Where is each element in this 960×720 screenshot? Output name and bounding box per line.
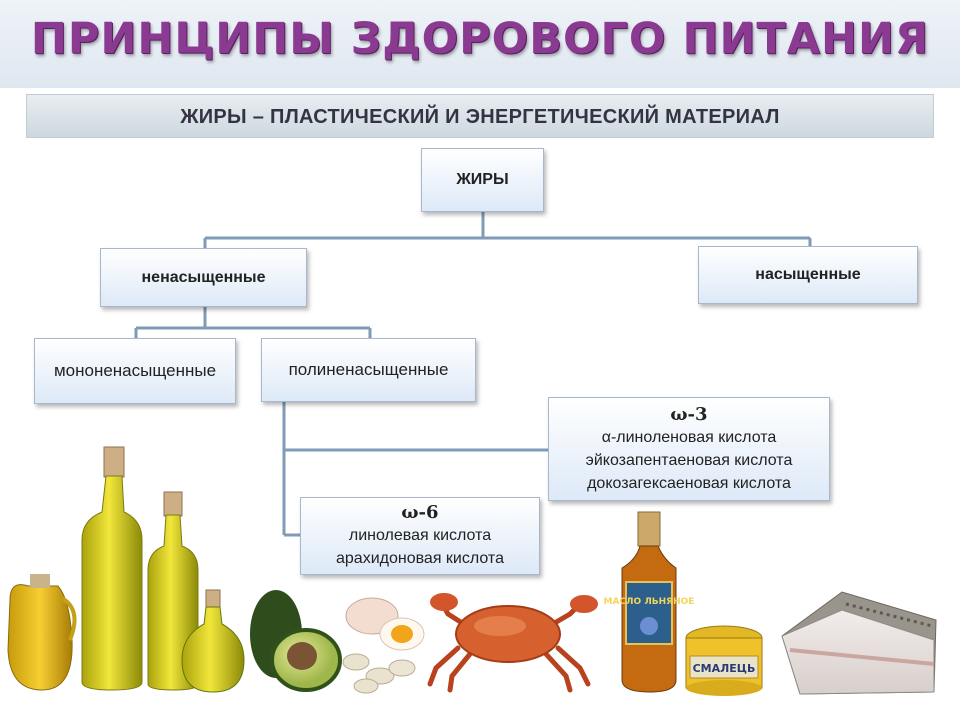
node-unsaturated-label: ненасыщенные [141, 268, 266, 286]
omega3-item: докозагексаеновая кислота [587, 474, 791, 492]
omega6-heading: ω-6 [401, 502, 439, 523]
node-omega3: ω-3 α-линоленовая кислота эйкозапентаено… [548, 397, 830, 501]
node-unsaturated: ненасыщенные [100, 248, 307, 307]
page-title: ПРИНЦИПЫ ЗДОРОВОГО ПИТАНИЯ [30, 14, 930, 64]
node-monounsaturated: мононенасыщенные [34, 338, 236, 404]
omega3-heading: ω-3 [670, 403, 708, 425]
subtitle: ЖИРЫ – ПЛАСТИЧЕСКИЙ И ЭНЕРГЕТИЧЕСКИЙ МАТ… [180, 106, 780, 128]
node-poly-label: полиненасыщенные [288, 360, 449, 379]
node-saturated: насыщенные [698, 246, 918, 304]
omega3-item: α-линоленовая кислота [601, 428, 777, 446]
avocado-image [250, 590, 342, 692]
omega6-item: линолевая кислота [348, 527, 492, 544]
node-omega6: ω-6 линолевая кислота арахидоновая кисло… [300, 497, 540, 575]
node-fats-label: ЖИРЫ [456, 171, 509, 188]
omega3-item: эйкозапентаеновая кислота [585, 451, 793, 469]
lard-jar-image: СМАЛЕЦЬ [685, 625, 763, 696]
flax-oil-label: МАСЛО ЛЬНЯНОЕ [604, 597, 695, 607]
flax-oil-bottle-image: МАСЛО ЛЬНЯНОЕ [604, 511, 695, 693]
lard-jar-label: СМАЛЕЦЬ [693, 662, 756, 675]
oil-jug-image [7, 574, 77, 691]
salo-image [781, 591, 937, 695]
subtitle-bar: ЖИРЫ – ПЛАСТИЧЕСКИЙ И ЭНЕРГЕТИЧЕСКИЙ МАТ… [26, 94, 934, 138]
omega6-item: арахидоновая кислота [336, 550, 504, 567]
oil-bottle-tall-image [81, 446, 143, 691]
node-mono-label: мононенасыщенные [53, 361, 217, 380]
eggs-and-nuts-image [342, 597, 425, 694]
crab-image [427, 593, 598, 693]
title-band [0, 0, 960, 88]
node-fats: ЖИРЫ [421, 148, 544, 212]
oil-decanter-image [181, 589, 245, 693]
node-polyunsaturated: полиненасыщенные [261, 338, 476, 402]
node-saturated-label: насыщенные [755, 266, 861, 283]
